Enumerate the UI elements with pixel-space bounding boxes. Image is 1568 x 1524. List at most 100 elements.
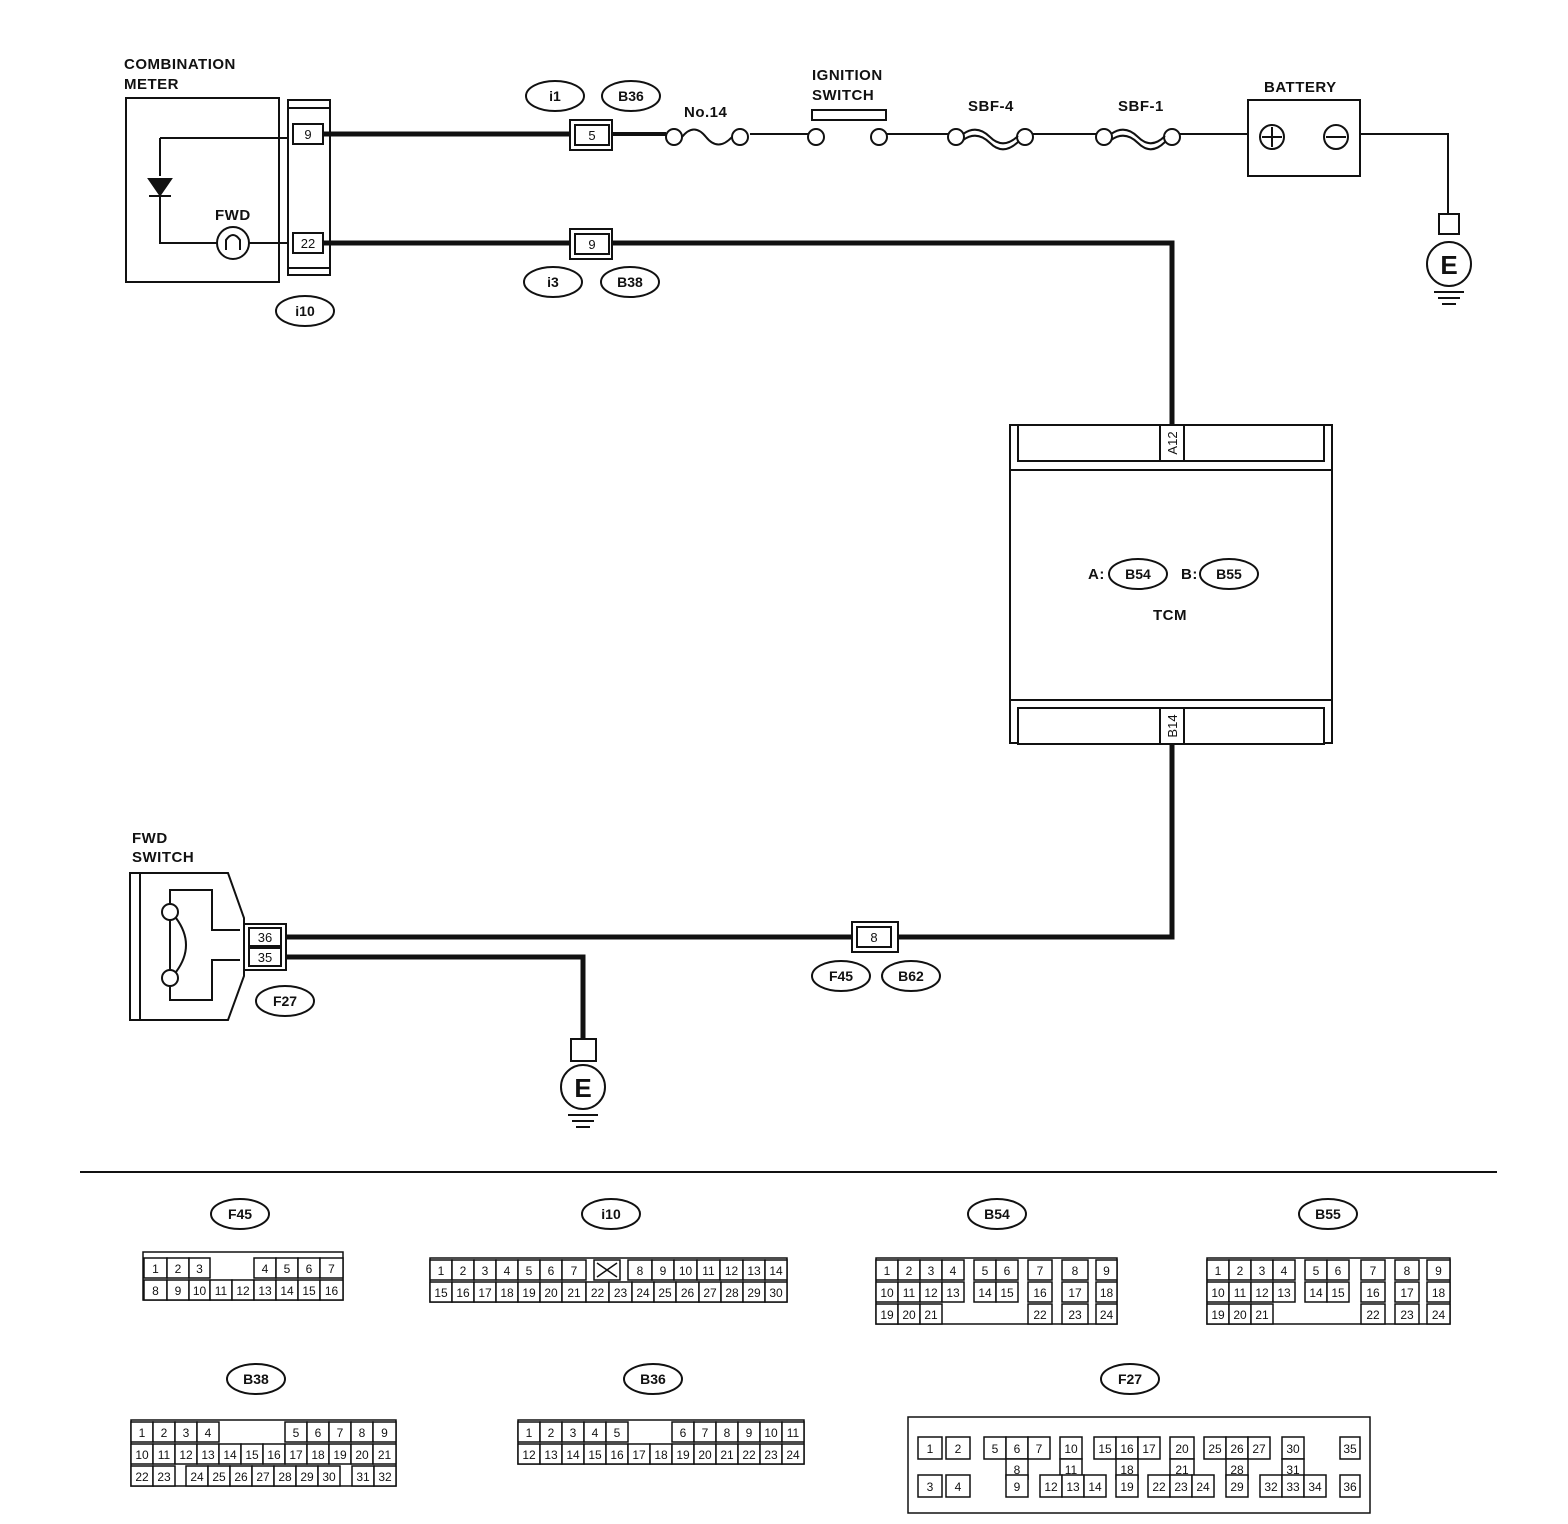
pin-cell	[995, 1259, 1019, 1281]
pin-number: 2	[1237, 1264, 1244, 1278]
connector-i1-b36: i1 B36 5	[525, 80, 661, 151]
pin-number: 12	[522, 1448, 536, 1462]
pin-number: 30	[322, 1470, 336, 1484]
connector-b62-tag	[881, 960, 941, 992]
pin-number: 13	[946, 1286, 960, 1300]
pin-number: 11	[1065, 1463, 1078, 1477]
pin-number: 2	[175, 1262, 182, 1276]
pin-number: 10	[135, 1448, 149, 1462]
pin-number: 32	[378, 1470, 392, 1484]
connector-face-title: B55	[1315, 1206, 1341, 1222]
pin-cell	[1115, 1474, 1139, 1498]
pin-number: 17	[1400, 1286, 1414, 1300]
pin-number: 22	[135, 1470, 149, 1484]
fwd-switch: FWD SWITCH 36 35 F27	[129, 830, 315, 1021]
pin-cell	[1426, 1259, 1451, 1281]
fuse-icon	[681, 128, 733, 146]
pin-number: 23	[1400, 1308, 1414, 1322]
pin-number: 2	[161, 1426, 168, 1440]
pin-number: 20	[698, 1448, 712, 1462]
pin-cell	[1326, 1259, 1350, 1281]
fwd-switch-label-1: FWD	[132, 830, 168, 847]
pin-number: 18	[311, 1448, 325, 1462]
pin-number: 14	[978, 1286, 992, 1300]
pin-cell	[372, 1443, 397, 1465]
pin-number: 7	[328, 1262, 335, 1276]
pin-number: 28	[725, 1286, 739, 1300]
pin-number: 19	[522, 1286, 536, 1300]
connector-b54-tag	[1108, 558, 1168, 590]
pin-number: 22	[591, 1286, 605, 1300]
pin-cell	[1394, 1281, 1420, 1303]
pin-number: 4	[1281, 1264, 1288, 1278]
meter-pin-22: 22	[301, 236, 315, 251]
switch-pin-35: 35	[258, 950, 272, 965]
tcm: A12 B14 A: B54 B: B55 TCM	[1009, 424, 1333, 745]
pin-number: 7	[1037, 1264, 1044, 1278]
pin-cell	[1061, 1259, 1089, 1281]
switch-pin-36: 36	[258, 930, 272, 945]
connector-face-tag	[967, 1198, 1027, 1230]
pin-number: 3	[927, 1480, 934, 1494]
pin-cell	[945, 1474, 971, 1498]
pin-cell	[1360, 1303, 1386, 1325]
pin-number: 7	[337, 1426, 344, 1440]
diode-icon	[147, 178, 173, 197]
ground-icon	[1426, 241, 1472, 287]
pin-number: 3	[928, 1264, 935, 1278]
pin-number: 22	[742, 1448, 756, 1462]
connector-face-tag	[581, 1198, 641, 1230]
pin-number: 11	[215, 1284, 228, 1298]
pin-number: 4	[504, 1264, 511, 1278]
pin-number: 1	[526, 1426, 533, 1440]
pin-number: 11	[702, 1264, 715, 1278]
pin-cell	[917, 1436, 943, 1460]
pin-number: 19	[676, 1448, 690, 1462]
pin-cell	[152, 1465, 176, 1487]
pin-number: 16	[325, 1284, 339, 1298]
pin-number: 13	[258, 1284, 272, 1298]
ground-label: E	[1440, 250, 1457, 280]
connector-b38-tag	[600, 266, 660, 298]
pin-number: 17	[632, 1448, 646, 1462]
pin-number: 16	[267, 1448, 281, 1462]
pin-number: 21	[1175, 1463, 1189, 1477]
pin-cell	[561, 1259, 587, 1281]
pin-cell	[1027, 1303, 1053, 1325]
pin-number: 15	[245, 1448, 259, 1462]
pin-cell	[1095, 1259, 1118, 1281]
pin-number: 20	[544, 1286, 558, 1300]
pin-number: 17	[1142, 1442, 1156, 1456]
pin-number: 12	[1255, 1286, 1269, 1300]
pin-number: 6	[306, 1262, 313, 1276]
pin-number: 25	[658, 1286, 672, 1300]
pin-number: 18	[1120, 1463, 1134, 1477]
connector-i3-label: i3	[547, 274, 559, 290]
connector-face-title: B36	[640, 1371, 666, 1387]
pin-cell	[319, 1257, 344, 1279]
fuse-no14: No.14	[665, 104, 749, 146]
connector-f45-tag	[811, 960, 871, 992]
connector-b38-label: B38	[617, 274, 643, 290]
pin-number: 14	[280, 1284, 294, 1298]
tcm-label: TCM	[1153, 607, 1187, 624]
pin-number: 19	[1211, 1308, 1225, 1322]
pin-number: 9	[660, 1264, 667, 1278]
pin-number: 20	[355, 1448, 369, 1462]
connector-f27-tag	[255, 985, 315, 1017]
pin-cell	[1095, 1281, 1118, 1303]
ignition-switch-label-1: IGNITION	[812, 67, 883, 84]
battery-label: BATTERY	[1264, 79, 1337, 96]
pin-number: 26	[234, 1470, 248, 1484]
ground-switch: E	[560, 1038, 606, 1128]
pin-number: 10	[880, 1286, 894, 1300]
pin-cell	[605, 1421, 629, 1443]
pin-number: 28	[278, 1470, 292, 1484]
pin-number: 18	[1432, 1286, 1446, 1300]
pin-number: 2	[460, 1264, 467, 1278]
pin-number: 21	[924, 1308, 938, 1322]
pin-number: 5	[1313, 1264, 1320, 1278]
